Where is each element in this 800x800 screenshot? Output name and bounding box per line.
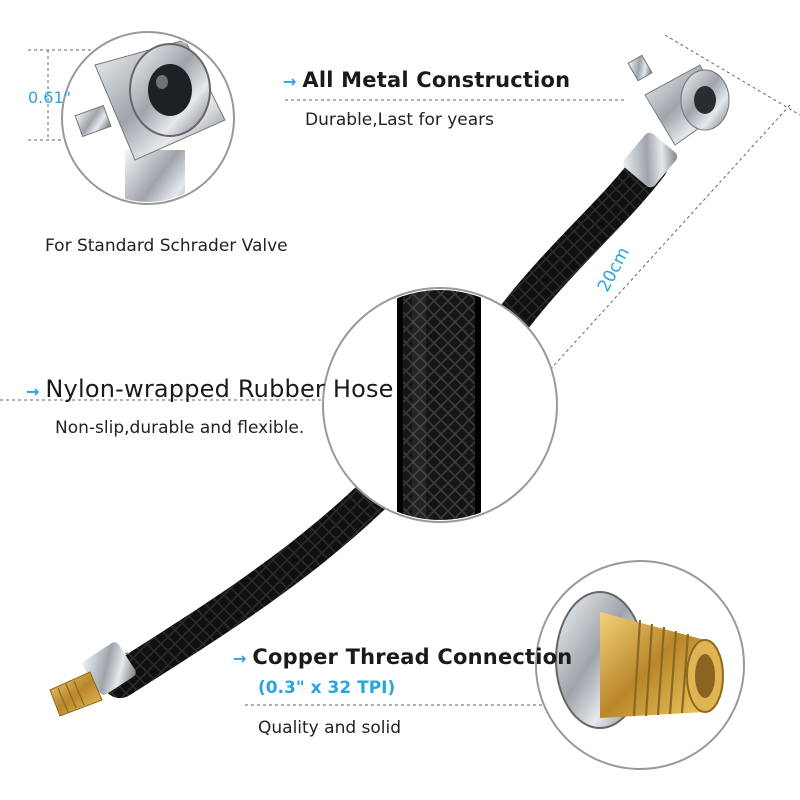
- feature-hose-desc: Non-slip,durable and flexible.: [55, 418, 305, 438]
- valve-caption: For Standard Schrader Valve: [45, 236, 288, 256]
- feature-thread: →Copper Thread Connection: [233, 645, 573, 669]
- hose-closeup: [322, 287, 558, 523]
- diameter-label: 0.61": [28, 88, 71, 107]
- chuck-closeup: [61, 31, 235, 205]
- arrow-right-icon: →: [26, 382, 40, 401]
- feature-metal-desc: Durable,Last for years: [305, 110, 495, 130]
- feature-metal: →All Metal Construction: [283, 68, 571, 92]
- arrow-right-icon: →: [283, 72, 297, 91]
- brass-connector: [49, 642, 136, 717]
- arrow-right-icon: →: [233, 649, 247, 668]
- feature-thread-desc: Quality and solid: [258, 718, 402, 738]
- feature-hose: →Nylon-wrapped Rubber Hose: [26, 375, 394, 403]
- air-chuck: [622, 54, 730, 188]
- thread-closeup: [535, 560, 745, 770]
- feature-thread-spec: (0.3" x 32 TPI): [258, 678, 396, 698]
